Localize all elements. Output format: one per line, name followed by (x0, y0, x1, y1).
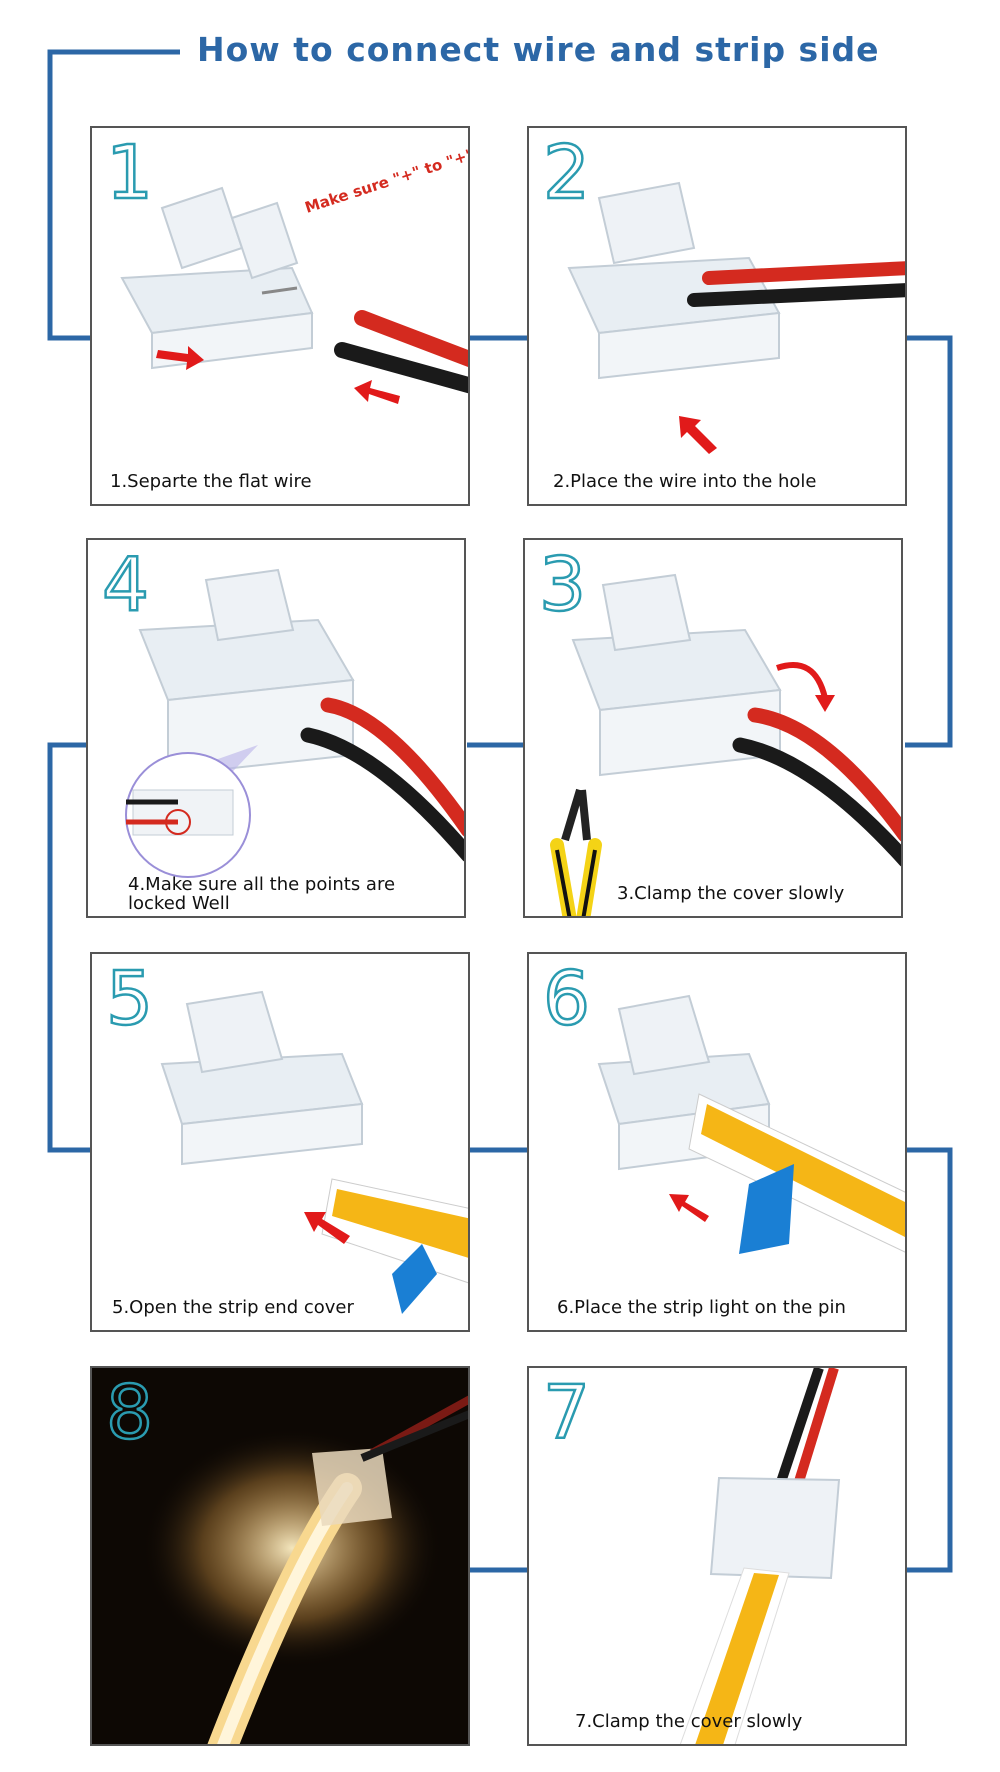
connector-4-to-5 (47, 742, 90, 1153)
step-5-caption: 5.Open the strip end cover (112, 1297, 354, 1319)
step-1-note: Make sure "+" to "+" (303, 145, 470, 217)
step-6-panel: 6 6.Place the strip light on the pin (527, 952, 907, 1332)
led-strip-icon (321, 1178, 468, 1314)
step-1-caption: 1.Separte the flat wire (110, 471, 312, 493)
step-7-caption: 7.Clamp the cover slowly (575, 1711, 803, 1733)
step-2-number: 2 (542, 130, 592, 216)
step-7-panel: 7 7.Clamp the cover slowly (527, 1366, 907, 1746)
connector-title-to-step1 (47, 49, 180, 341)
arrow-left-icon (354, 380, 400, 404)
step-6-illustration (597, 994, 905, 1254)
step-3-caption: 3.Clamp the cover slowly (617, 883, 845, 905)
connector-closed-icon (138, 568, 355, 777)
wire-pair-icon (360, 1395, 468, 1462)
step-3-number: 3 (538, 542, 588, 628)
step-5-panel: 5 5.Open the strip end cover (90, 952, 470, 1332)
arrow-up-right-icon (679, 416, 717, 454)
curved-arrow-icon (776, 661, 835, 712)
wire-pair-icon (300, 697, 464, 862)
connector-closed-icon (312, 1448, 392, 1526)
step-4-illustration (125, 568, 464, 878)
wire-pair-icon (732, 707, 901, 867)
step-5-illustration (160, 990, 468, 1314)
step-4-caption: 4.Make sure all the points are locked We… (128, 874, 396, 915)
magnifier-detail-icon (125, 752, 251, 878)
step-1-number: 1 (105, 130, 155, 216)
connector-2-to-3 (905, 335, 953, 748)
step-6-caption: 6.Place the strip light on the pin (557, 1297, 846, 1319)
step-5-number: 5 (105, 956, 155, 1042)
arrow-left-icon (304, 1212, 350, 1244)
wire-pair-icon (334, 310, 468, 394)
step-8-number: 8 (105, 1370, 155, 1456)
led-strip-icon (688, 1093, 905, 1254)
connector-closed-icon (571, 573, 782, 777)
pliers-icon (550, 788, 602, 916)
step-2-illustration (567, 181, 905, 454)
connector-6-to-7 (907, 1147, 953, 1573)
page-title: How to connect wire and strip side (197, 30, 880, 69)
step-3-illustration (550, 573, 901, 916)
step-4-panel: 4 4.Make sure all the points are locked … (86, 538, 466, 918)
wire-pair-icon (774, 1368, 839, 1490)
arrow-left-icon (669, 1194, 709, 1222)
step-2-caption: 2.Place the wire into the hole (553, 471, 817, 493)
arrow-right-icon (156, 346, 204, 370)
step-8-panel: 8 (90, 1366, 470, 1746)
connector-open-icon (120, 186, 314, 370)
step-7-number: 7 (542, 1370, 592, 1456)
connector-open-icon (160, 990, 364, 1166)
step-6-number: 6 (542, 956, 592, 1042)
connector-closed-icon (709, 1476, 841, 1580)
step-8-illustration (142, 1395, 468, 1744)
step-1-illustration: Make sure "+" to "+" (120, 145, 470, 404)
led-strip-icon (679, 1567, 790, 1744)
step-4-number: 4 (101, 542, 151, 628)
step-1-panel: Make sure "+" to "+" 1 1.Separte the fla… (90, 126, 470, 506)
step-2-panel: 2 2.Place the wire into the hole (527, 126, 907, 506)
step-3-panel: 3 3.Clamp the cover slowly (523, 538, 903, 918)
wire-pair-icon (687, 261, 905, 307)
step-7-illustration (679, 1368, 841, 1744)
